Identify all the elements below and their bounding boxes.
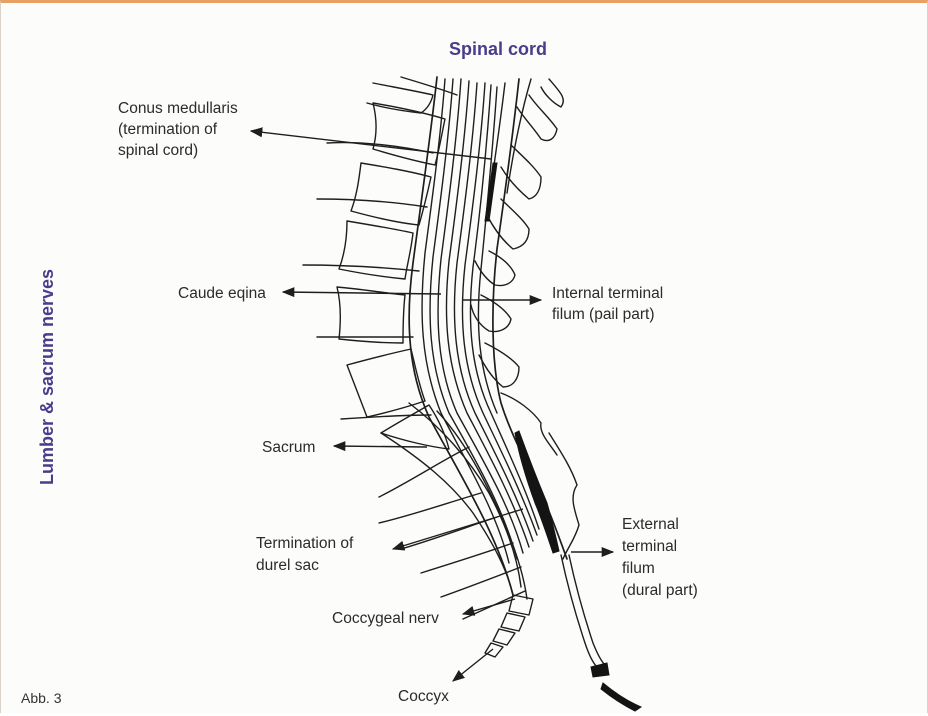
label-internal: Internal terminal filum (pail part) [552,285,667,323]
vertebra-2 [373,103,445,165]
side-title: Lumber & sacrum nerves [37,269,57,485]
vertebra-5 [337,287,405,343]
spine-diagram: Spinal cord Lumber & sacrum nerves Abb. … [1,3,928,716]
leader-arrows [251,131,613,681]
label-cauda: Caude eqina [178,285,266,302]
label-coccygeal: Coccygeal nerv [332,610,439,627]
vertebra-4 [339,221,413,279]
label-termination: Termination of durel sac [256,535,358,574]
label-sacrum: Sacrum [262,439,315,456]
figure-caption: Abb. 3 [21,690,62,706]
arrow-sacrum [334,446,427,447]
arrow-coccyx [453,649,493,681]
cauda-equina-bundle [422,79,539,563]
arrow-cauda [283,292,441,294]
labels: Conus medullaris (termination of spinal … [118,100,698,705]
diagram-title: Spinal cord [449,39,547,59]
label-coccyx: Coccyx [398,688,449,705]
arrow-coccygeal [463,599,515,614]
label-external: External terminal filum (dural part) [622,516,698,599]
label-conus: Conus medullaris (termination of spinal … [118,100,242,159]
coccyx-segments [485,595,533,657]
